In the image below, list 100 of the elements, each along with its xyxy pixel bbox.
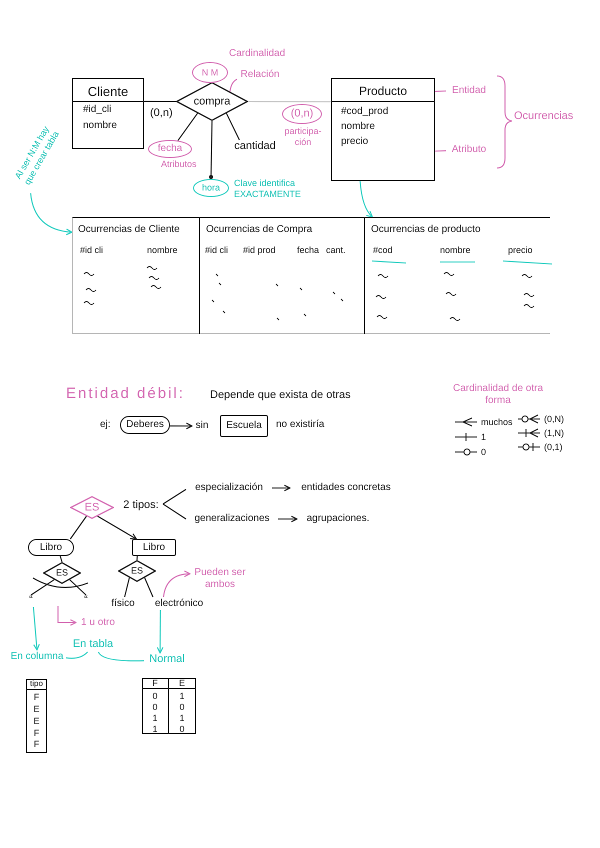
table-cell-text: 1 bbox=[178, 713, 186, 724]
connector-line bbox=[177, 112, 198, 141]
hierarchy-label: ES bbox=[131, 566, 143, 576]
arrow bbox=[57, 606, 77, 626]
table-cell-text: E bbox=[32, 716, 40, 727]
entity-box bbox=[120, 416, 170, 434]
edge-label: (0,n) bbox=[149, 108, 174, 119]
table-header: E bbox=[178, 678, 186, 689]
entity-box bbox=[220, 415, 268, 437]
leader-line bbox=[434, 90, 446, 92]
column-attribute: #id cli bbox=[80, 244, 104, 256]
attribute-label: hora bbox=[202, 184, 220, 192]
attribute-ellipse bbox=[148, 140, 192, 158]
arrow bbox=[272, 484, 291, 492]
connector-line bbox=[124, 577, 130, 598]
ditto-mark: “ bbox=[80, 595, 92, 607]
participation-label: (0,n) bbox=[290, 108, 314, 120]
entity-box bbox=[72, 78, 144, 149]
note-text: 2 tipos: bbox=[119, 498, 163, 513]
column-attribute: #id prod bbox=[243, 244, 276, 256]
annotation-text: Relación bbox=[237, 68, 283, 82]
column-attribute: cant. bbox=[326, 244, 346, 256]
cardinality-ellipse bbox=[192, 62, 228, 83]
annotation-text: En tabla bbox=[66, 638, 120, 652]
legend-label: (1,N) bbox=[544, 429, 564, 438]
leader-line bbox=[434, 150, 446, 152]
table-cell-text: 1 bbox=[151, 724, 158, 735]
legend-label: muchos bbox=[481, 418, 513, 427]
legend-label: (0,1) bbox=[544, 443, 563, 452]
entity-label: Escuela bbox=[226, 421, 262, 431]
legend-label: 1 bbox=[481, 433, 486, 442]
column-header: Ocurrencias de Cliente bbox=[78, 222, 180, 236]
attribute-text: nombre bbox=[83, 120, 117, 132]
table-cell-text: 0 bbox=[151, 691, 158, 702]
table-header: F bbox=[151, 678, 159, 689]
column-attribute: nombre bbox=[147, 244, 178, 256]
connector-line bbox=[70, 516, 87, 540]
relationship-diamond bbox=[176, 82, 248, 121]
column-attribute: precio bbox=[508, 244, 533, 256]
subtype-label: físico bbox=[107, 597, 139, 610]
attribute-text: nombre bbox=[341, 121, 375, 133]
connector-line bbox=[60, 556, 63, 562]
connector-line bbox=[136, 556, 138, 560]
column-header: Ocurrencias de Compra bbox=[206, 222, 312, 236]
arrow bbox=[278, 516, 298, 522]
arrow bbox=[162, 570, 191, 598]
relationship-label: compra bbox=[194, 96, 230, 107]
connector-line bbox=[209, 121, 214, 179]
connector-line bbox=[248, 100, 331, 102]
entity-label: Deberes bbox=[126, 420, 164, 430]
entity-label: Libro bbox=[40, 542, 62, 552]
table-cell-text: F bbox=[32, 728, 40, 739]
hierarchy-diamond bbox=[118, 560, 156, 582]
attribute-text: #cod_prod bbox=[341, 106, 388, 118]
hierarchy-label: ES bbox=[56, 568, 68, 578]
note-text: ej: bbox=[100, 419, 111, 431]
column-header: Ocurrencias de producto bbox=[371, 222, 481, 236]
ditto-mark: “ bbox=[25, 595, 37, 607]
connector-line bbox=[66, 652, 88, 659]
arrow bbox=[97, 516, 137, 540]
annotation-text: Cardinalidad bbox=[229, 48, 286, 60]
note-text: especialización bbox=[186, 481, 272, 495]
table-cell-text: 1 bbox=[178, 691, 186, 702]
annotation-text: En columna bbox=[8, 650, 66, 663]
participation-ellipse bbox=[282, 104, 322, 124]
column-attribute: #cod bbox=[373, 244, 393, 256]
arrow bbox=[32, 606, 40, 651]
table-header: tipo bbox=[29, 679, 44, 689]
attribute-label: cantidad bbox=[229, 140, 281, 154]
entity-box bbox=[331, 78, 435, 181]
note-text: Depende que exista de otras bbox=[210, 389, 351, 402]
table-frame bbox=[72, 217, 550, 334]
annotation-text: Ocurrencias bbox=[514, 110, 574, 124]
table-cell-text: 0 bbox=[178, 702, 186, 713]
annotation-text: Clave identifica EXACTAMENTE bbox=[234, 178, 302, 200]
legend-label: 0 bbox=[481, 448, 486, 457]
entity-name: Cliente bbox=[88, 83, 128, 101]
arrow bbox=[30, 193, 73, 235]
hierarchy-label: ES bbox=[84, 502, 100, 513]
entity-box bbox=[132, 539, 176, 556]
connector-line bbox=[98, 652, 144, 662]
annotation-text: Normal bbox=[144, 653, 190, 667]
connector-line bbox=[69, 579, 86, 596]
connector-line bbox=[144, 577, 154, 598]
cardinality-label: N M bbox=[202, 68, 218, 77]
attribute-text: #id_cli bbox=[83, 104, 112, 116]
leader-line bbox=[229, 78, 238, 92]
arrow bbox=[156, 610, 164, 654]
arrow bbox=[360, 180, 373, 218]
annotation-text: no existiría bbox=[276, 419, 326, 431]
connector-line bbox=[162, 488, 186, 504]
annotation-text: participa- ción bbox=[283, 126, 322, 148]
attribute-label: fecha bbox=[158, 144, 182, 154]
table-cell-text: 0 bbox=[151, 702, 158, 713]
connector-line bbox=[30, 579, 55, 596]
note-text: agrupaciones. bbox=[297, 512, 379, 526]
connector-line bbox=[144, 100, 176, 102]
note-text: sin bbox=[192, 419, 212, 433]
key-attribute-ellipse bbox=[193, 179, 229, 197]
attribute-text: precio bbox=[341, 136, 368, 148]
